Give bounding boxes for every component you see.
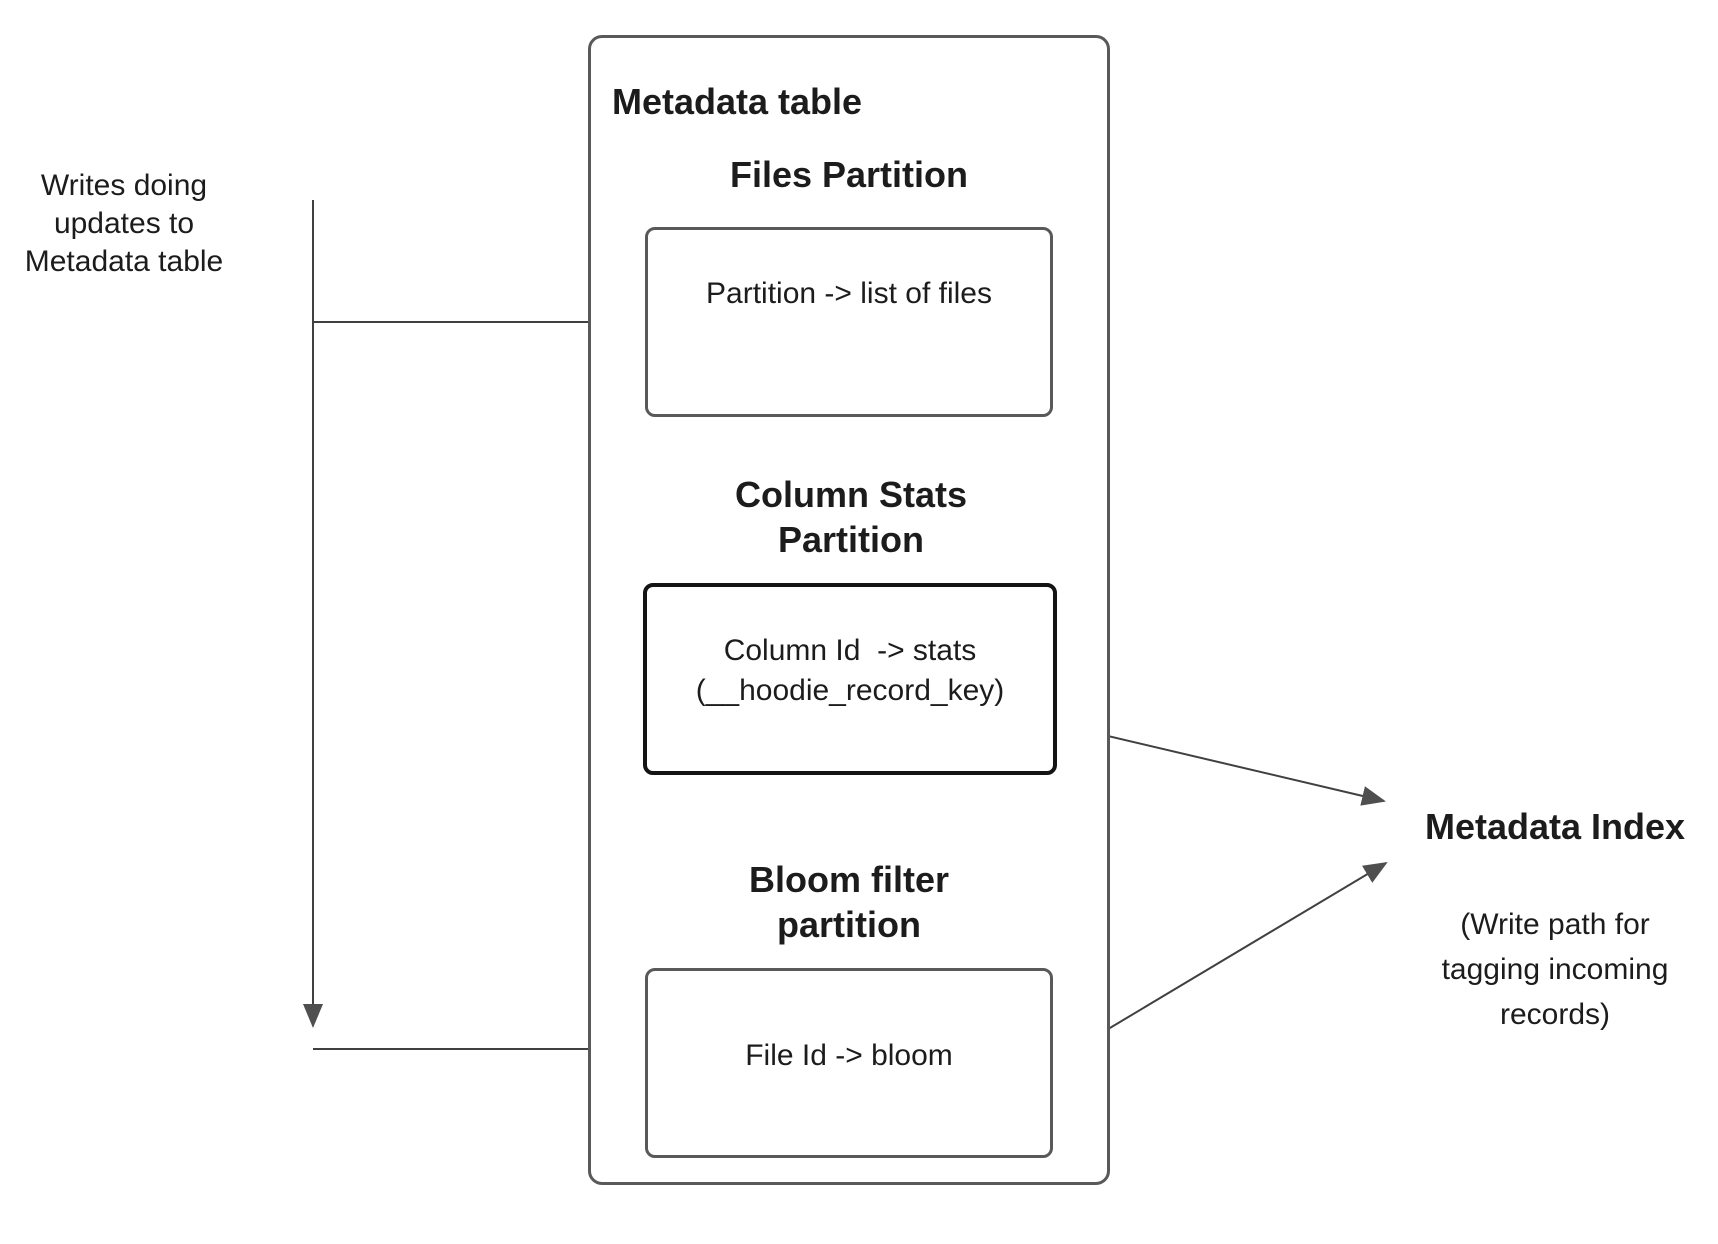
metadata-table-title: Metadata table xyxy=(612,81,863,122)
metadata-index-title: Metadata Index xyxy=(1424,806,1686,847)
bloom-filter-partition-box: File Id -> bloom xyxy=(645,968,1053,1158)
files-partition-heading: Files Partition xyxy=(729,154,969,195)
files-partition-box: Partition -> list of files xyxy=(645,227,1053,417)
writes-note: Writes doing updates to Metadata table xyxy=(24,169,224,278)
column-stats-mapping-line1: Column Id -> stats xyxy=(723,634,977,667)
bloom-filter-partition-heading: Bloom filter partition xyxy=(748,859,949,945)
files-partition-mapping: Partition -> list of files xyxy=(706,277,992,310)
bloom-filter-mapping: File Id -> bloom xyxy=(745,1039,953,1072)
column-stats-partition-box: Column Id -> stats (__hoodie_record_key) xyxy=(643,583,1057,775)
column-stats-partition-heading: Column Stats Partition xyxy=(734,474,967,560)
metadata-index-subtitle: (Write path for tagging incoming records… xyxy=(1441,908,1669,1031)
column-stats-mapping-line2: (__hoodie_record_key) xyxy=(695,674,1005,707)
